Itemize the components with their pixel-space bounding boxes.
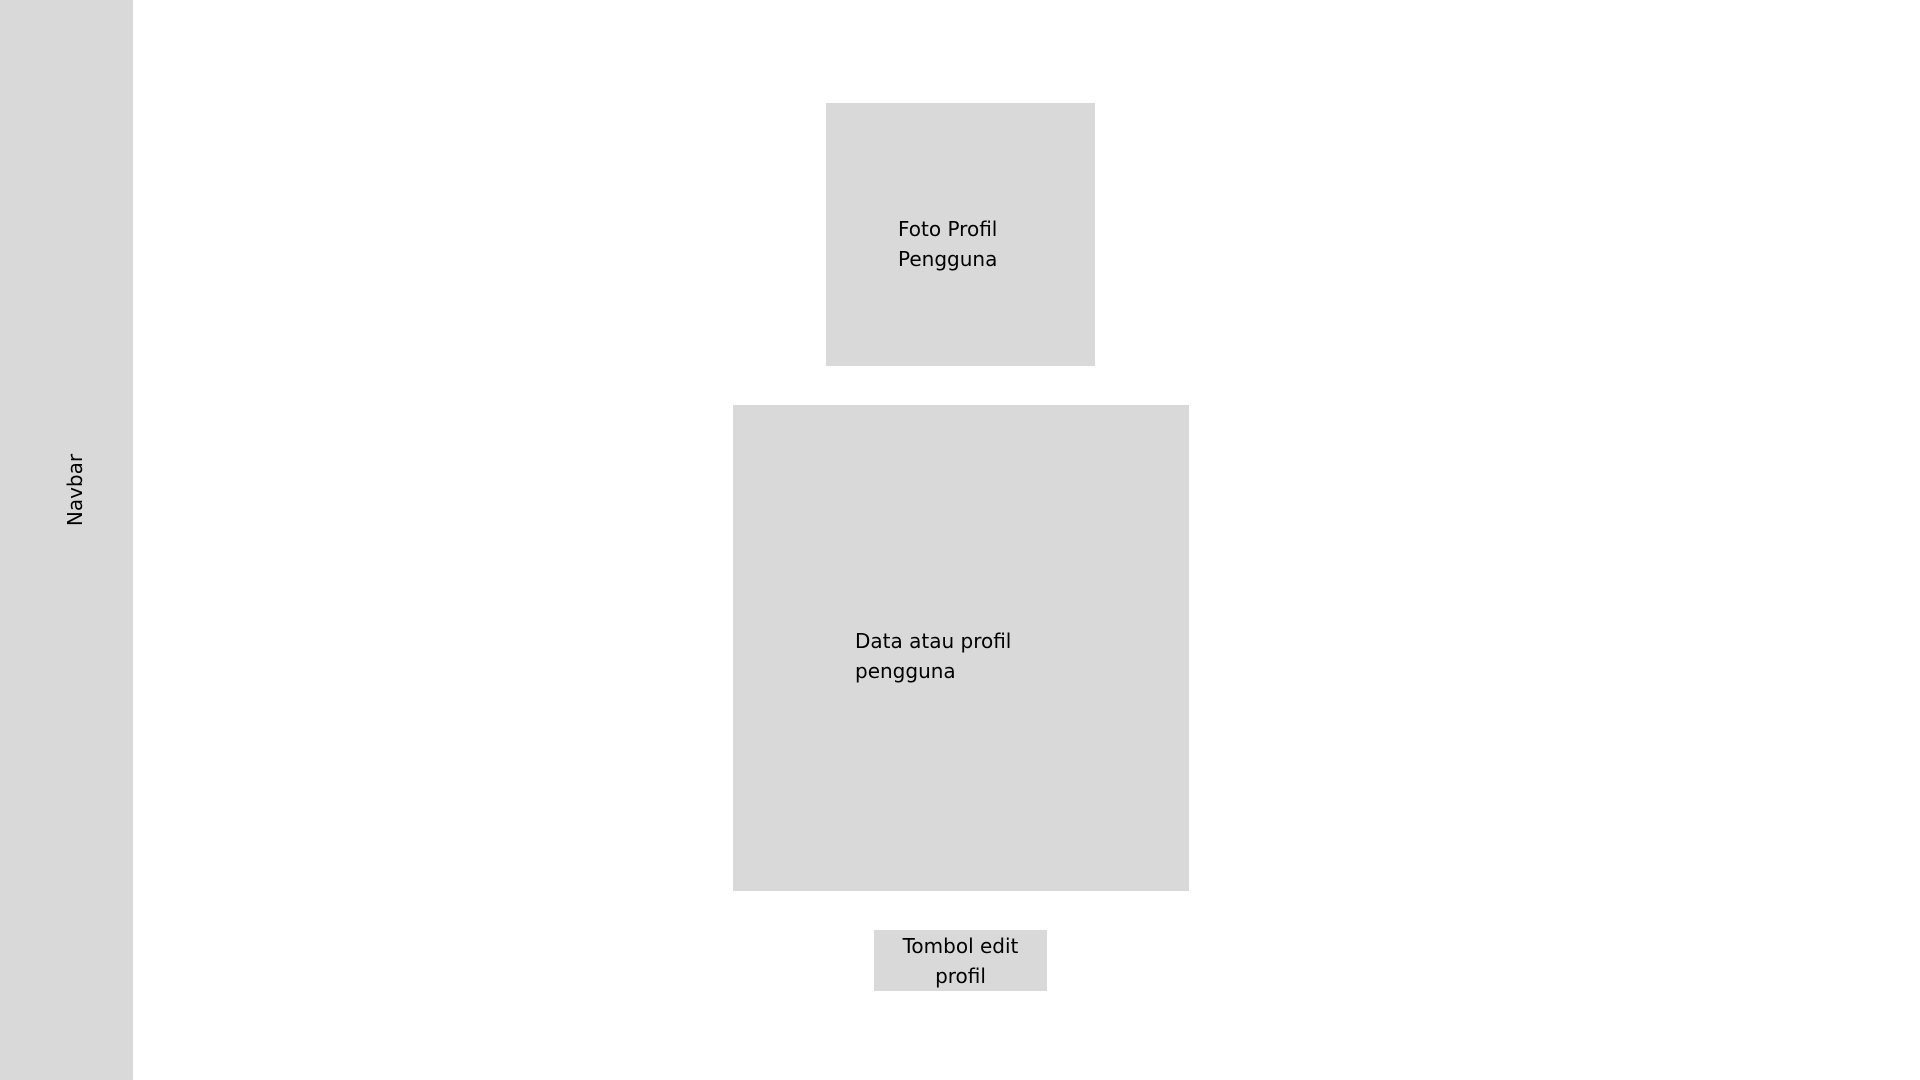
profile-photo-placeholder: Foto Profil Pengguna (826, 103, 1095, 366)
navbar-label: Navbar (63, 453, 87, 527)
profile-data-panel: Data atau profil pengguna (733, 405, 1189, 891)
edit-profile-button[interactable]: Tombol edit profil (874, 930, 1047, 991)
profile-data-label: Data atau profil pengguna (855, 629, 1012, 683)
profile-photo-label: Foto Profil Pengguna (898, 217, 998, 271)
navbar[interactable]: Navbar (0, 0, 133, 1080)
